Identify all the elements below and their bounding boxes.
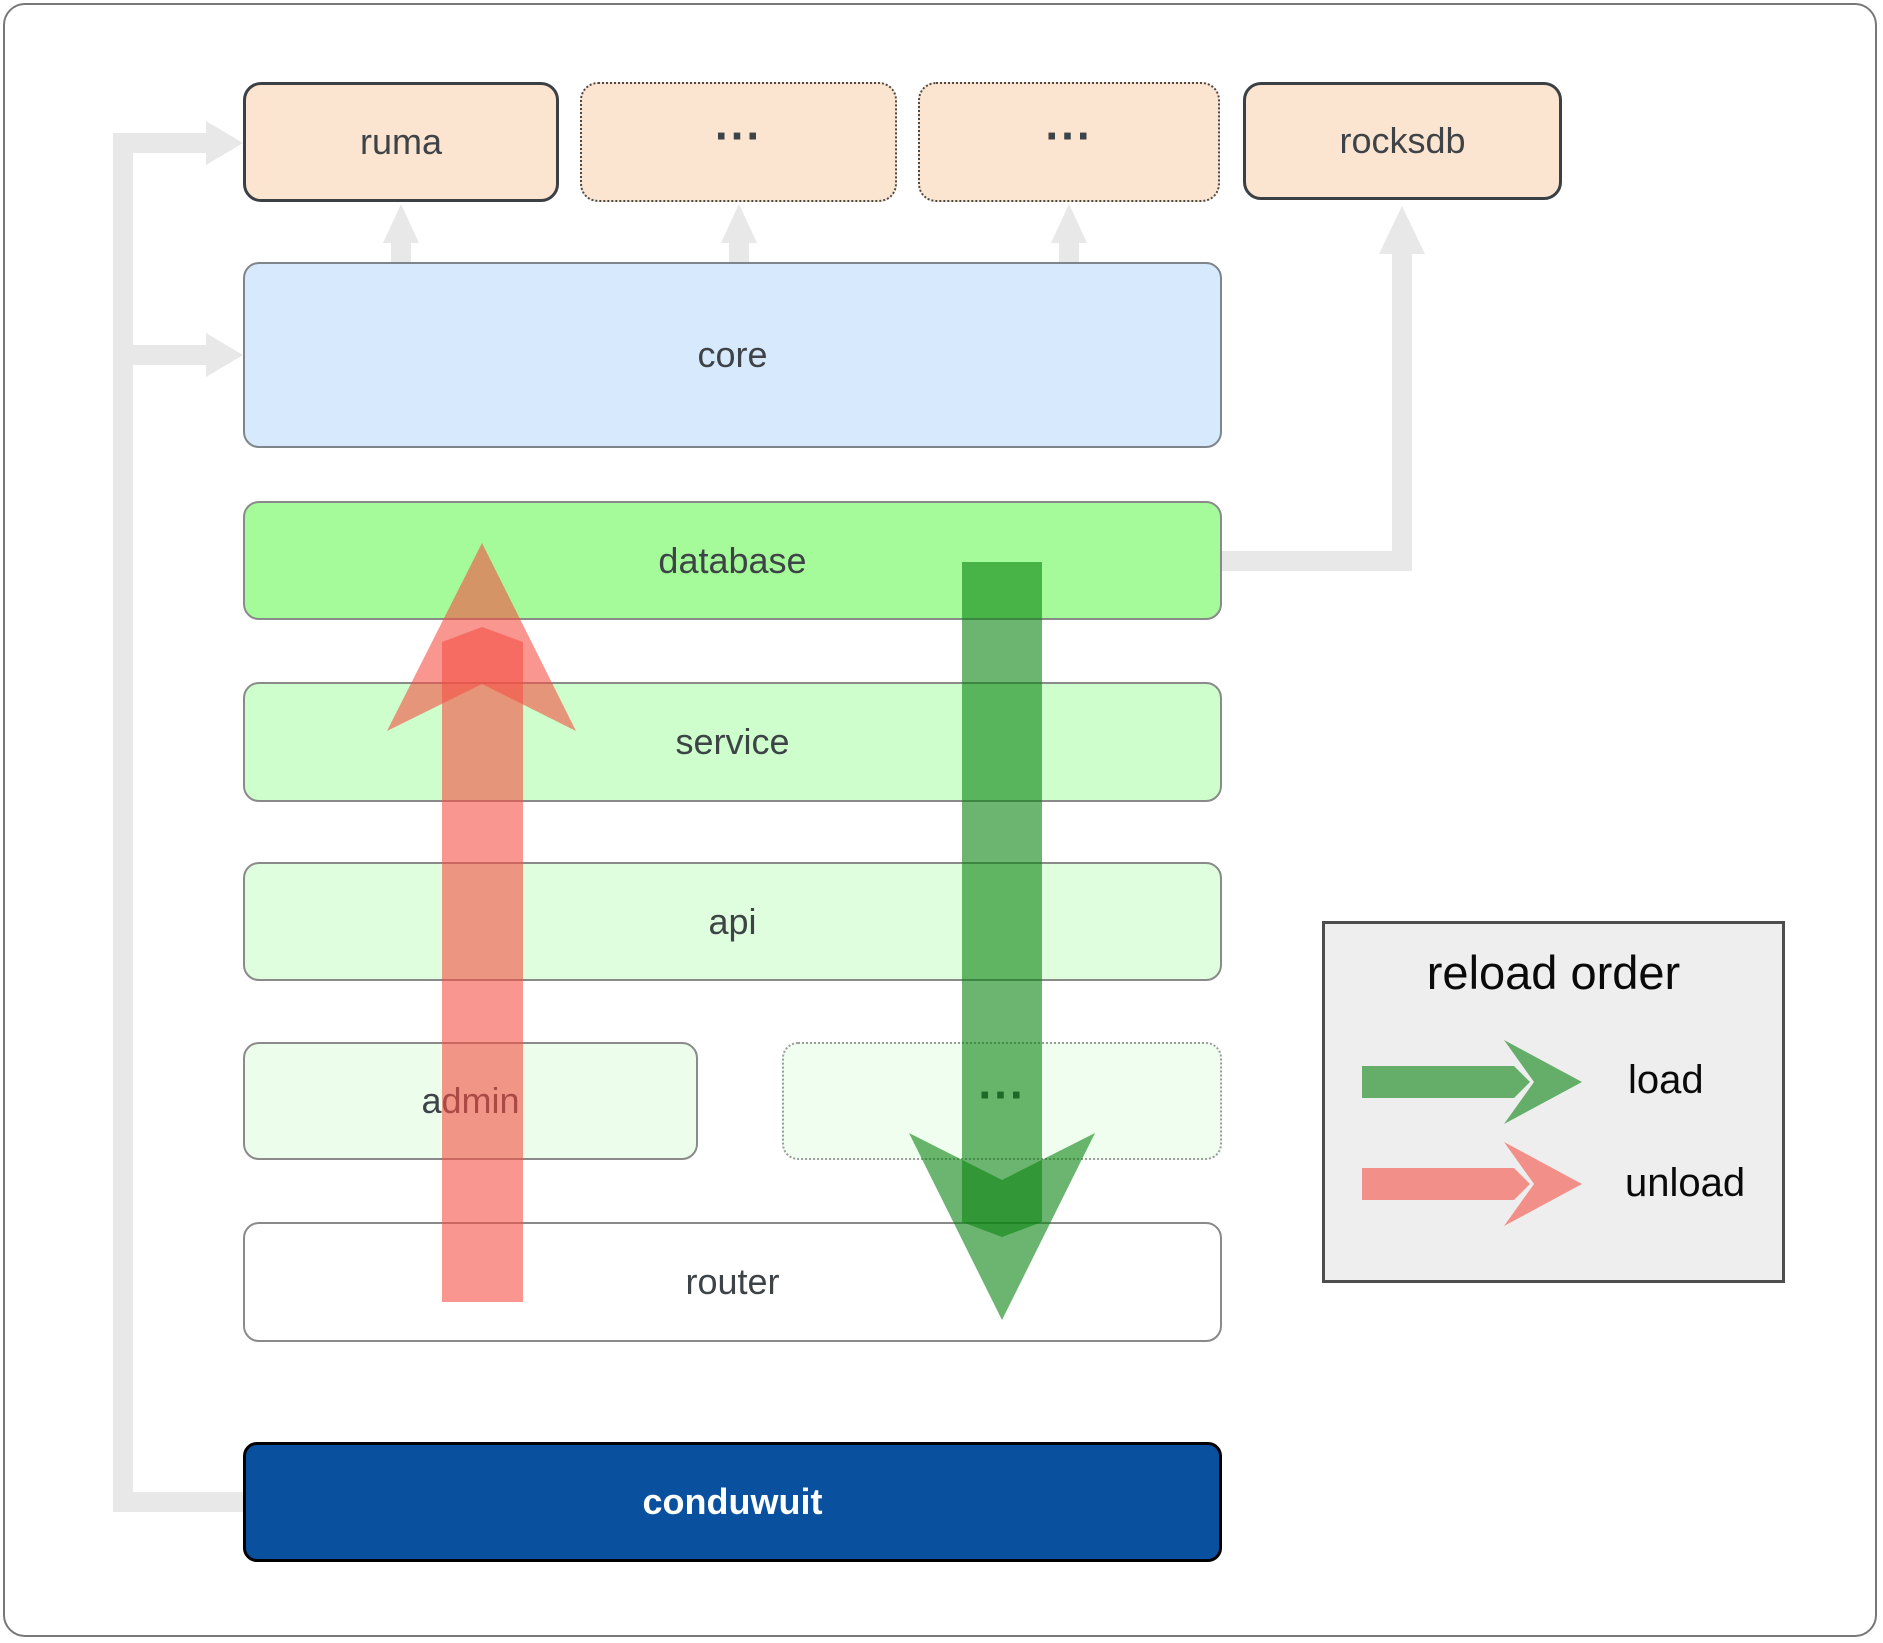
legend-load-label: load [1628,1058,1704,1102]
api-label: api [708,900,757,942]
misc-crate-1-label: ... [714,97,763,150]
box-admin: admin [243,1042,698,1160]
legend-title: reload order [1426,946,1681,999]
rocksdb-label: rocksdb [1339,120,1466,161]
box-misc-service: ... [782,1042,1222,1160]
router-label: router [685,1261,780,1302]
box-database: database [243,501,1222,620]
box-misc-crate-2: ... [918,82,1220,202]
database-label: database [658,539,807,581]
box-ruma: ruma [243,82,559,202]
box-conduwuit: conduwuit [243,1442,1222,1562]
outer-frame [3,3,1877,1637]
box-router: router [243,1222,1222,1342]
ruma-label: ruma [359,121,443,162]
box-api: api [243,862,1222,981]
core-label: core [697,334,768,375]
box-core: core [243,262,1222,448]
legend-unload-label: unload [1625,1161,1746,1205]
box-misc-crate-1: ... [580,82,897,202]
misc-service-label: ... [978,1056,1026,1109]
admin-label: admin [421,1080,520,1121]
misc-crate-2-label: ... [1045,97,1093,150]
service-label: service [675,721,790,762]
box-service: service [243,682,1222,802]
conduwuit-label: conduwuit [642,1481,823,1522]
box-rocksdb: rocksdb [1243,82,1562,200]
